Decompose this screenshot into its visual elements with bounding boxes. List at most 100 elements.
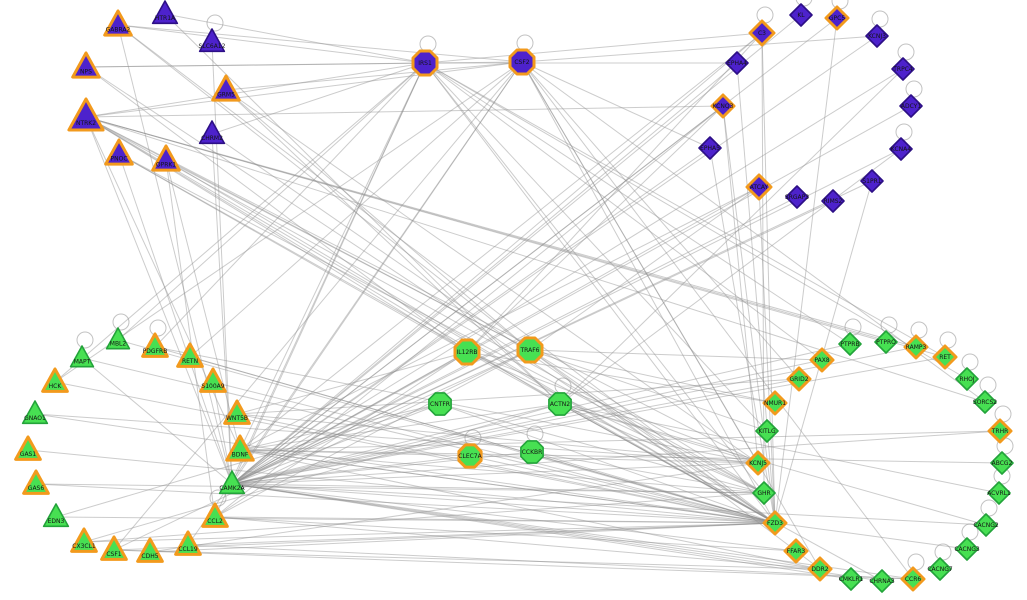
graph-edge <box>239 62 426 451</box>
graph-node-CACNG2[interactable]: CACNG2 <box>973 513 999 537</box>
graph-edge <box>424 32 763 64</box>
graph-node-DDR2[interactable]: DDR2 <box>807 556 833 582</box>
graph-edge <box>118 153 233 485</box>
graph-node-RIMS2[interactable]: RIMS2 <box>821 189 845 213</box>
graph-edge <box>83 522 776 543</box>
graph-edge <box>117 24 426 64</box>
triangle-node-shape <box>71 51 101 79</box>
graph-edge <box>113 522 776 551</box>
graph-node-PTPRB[interactable]: PTPRB <box>838 332 862 356</box>
graph-node-NPS[interactable]: NPS <box>71 51 101 79</box>
graph-node-CCL2[interactable]: CCL2 <box>201 502 229 528</box>
graph-edge <box>239 32 763 451</box>
triangle-node-shape <box>14 435 42 461</box>
graph-node-CDH5[interactable]: CDH5 <box>136 537 164 563</box>
self-loop-edge <box>209 489 227 507</box>
graph-node-IRS1[interactable]: IRS1 <box>411 49 439 77</box>
graph-node-CACNG3[interactable]: CACNG3 <box>954 537 980 561</box>
graph-node-CCKBR[interactable]: CCKBR <box>520 440 544 464</box>
graph-node-FFAR3[interactable]: FFAR3 <box>783 538 809 564</box>
graph-edge <box>231 61 523 485</box>
graph-node-ABCG2[interactable]: ABCG2 <box>990 451 1014 475</box>
graph-edge <box>231 180 873 485</box>
graph-node-MBL2[interactable]: MBL2 <box>105 327 131 350</box>
graph-node-SRGAP3[interactable]: SRGAP3 <box>785 185 809 209</box>
graph-edge <box>559 68 904 405</box>
graph-node-HCK[interactable]: HCK <box>41 367 69 393</box>
graph-edge <box>231 32 763 485</box>
graph-node-CLEC7A[interactable]: CLEC7A <box>457 443 483 469</box>
graph-node-GPC5[interactable]: GPC5 <box>824 5 850 31</box>
graph-node-GAS1[interactable]: GAS1 <box>14 435 42 461</box>
graph-edge <box>466 32 763 353</box>
graph-edge <box>214 351 468 518</box>
graph-edge <box>225 89 531 351</box>
graph-edge <box>231 455 471 485</box>
graph-node-NTRK2[interactable]: NTRK2 <box>67 97 105 132</box>
triangle-node-shape <box>69 345 95 368</box>
graph-node-KCNJ3[interactable]: KCNJ3 <box>865 24 889 48</box>
self-loop-edge <box>112 313 130 331</box>
graph-node-KL[interactable]: KL <box>789 3 813 27</box>
graph-node-MAPT[interactable]: MAPT <box>69 345 95 368</box>
graph-node-CCR6[interactable]: CCR6 <box>900 566 926 592</box>
graph-node-OPRK1[interactable]: OPRK1 <box>151 144 181 172</box>
graph-edge <box>722 105 776 524</box>
graph-edge <box>214 516 776 524</box>
graph-node-ADCY1[interactable]: ADCY1 <box>899 94 923 118</box>
graph-node-EPHA4[interactable]: EPHA4 <box>725 51 749 75</box>
graph-node-ACTN2[interactable]: ACTN2 <box>548 392 572 416</box>
graph-node-IL12RB[interactable]: IL12RB <box>453 338 481 366</box>
graph-node-CHRM2[interactable]: CHRM2 <box>198 120 226 145</box>
graph-edge <box>85 62 426 68</box>
graph-node-RHOJ[interactable]: RHOJ <box>955 367 979 391</box>
graph-edge <box>521 61 914 580</box>
graph-edge <box>231 105 724 485</box>
graph-node-SORCS2[interactable]: SORCS2 <box>973 390 997 414</box>
graph-node-KCNA4[interactable]: KCNA4 <box>889 137 913 161</box>
diamond-node-shape <box>762 390 788 416</box>
graph-node-CACNG7[interactable]: CACNG7 <box>927 557 953 581</box>
graph-edge <box>231 196 798 485</box>
graph-edge <box>83 492 765 543</box>
graph-node-GAS6[interactable]: GAS6 <box>22 469 50 495</box>
graph-edge <box>559 403 883 582</box>
graph-node-GABRA2[interactable]: GABRA2 <box>103 9 133 37</box>
self-loop-edge <box>939 331 957 349</box>
graph-node-HTR1A[interactable]: HTR1A <box>151 0 179 25</box>
graph-node-CSF2[interactable]: CSF2 <box>508 48 536 76</box>
graph-edge <box>117 62 426 341</box>
diamond-node-shape <box>903 334 929 360</box>
graph-node-CX3CL1[interactable]: CX3CL1 <box>70 527 98 553</box>
self-loop-edge <box>907 553 925 571</box>
graph-node-GRM5[interactable]: GRM5 <box>211 74 241 102</box>
graph-node-NMUR1[interactable]: NMUR1 <box>762 390 788 416</box>
graph-node-EDN3[interactable]: EDN3 <box>42 503 70 528</box>
graph-node-CNTFR[interactable]: CNTFR <box>428 392 452 416</box>
graph-edge <box>424 62 851 345</box>
graph-node-TRAF6[interactable]: TRAF6 <box>516 336 544 364</box>
diamond-node-shape <box>807 556 833 582</box>
graph-edge <box>758 186 776 524</box>
graph-edge <box>529 349 776 524</box>
graph-edge <box>214 349 531 518</box>
graph-node-RAMP3[interactable]: RAMP3 <box>903 334 929 360</box>
graph-node-FZD3[interactable]: FZD3 <box>762 510 788 536</box>
graph-edge <box>239 449 821 570</box>
diamond-node-shape <box>974 513 998 537</box>
diamond-node-shape <box>839 567 863 591</box>
diamond-node-shape <box>762 510 788 536</box>
graph-node-EPHA5[interactable]: EPHA5 <box>698 136 722 160</box>
graph-node-S1PR1[interactable]: S1PR1 <box>860 169 884 193</box>
diamond-node-shape <box>824 5 850 31</box>
graph-edge <box>236 413 759 464</box>
graph-edge <box>211 41 233 485</box>
graph-edge <box>236 378 800 415</box>
graph-node-PTPRO[interactable]: PTPRO <box>874 330 898 354</box>
graph-node-RET[interactable]: RET <box>932 344 958 370</box>
graph-edge <box>531 451 776 524</box>
graph-edge <box>239 403 441 451</box>
diamond-node-shape <box>932 344 958 370</box>
graph-node-GNAO1[interactable]: GNAO1 <box>21 400 49 425</box>
